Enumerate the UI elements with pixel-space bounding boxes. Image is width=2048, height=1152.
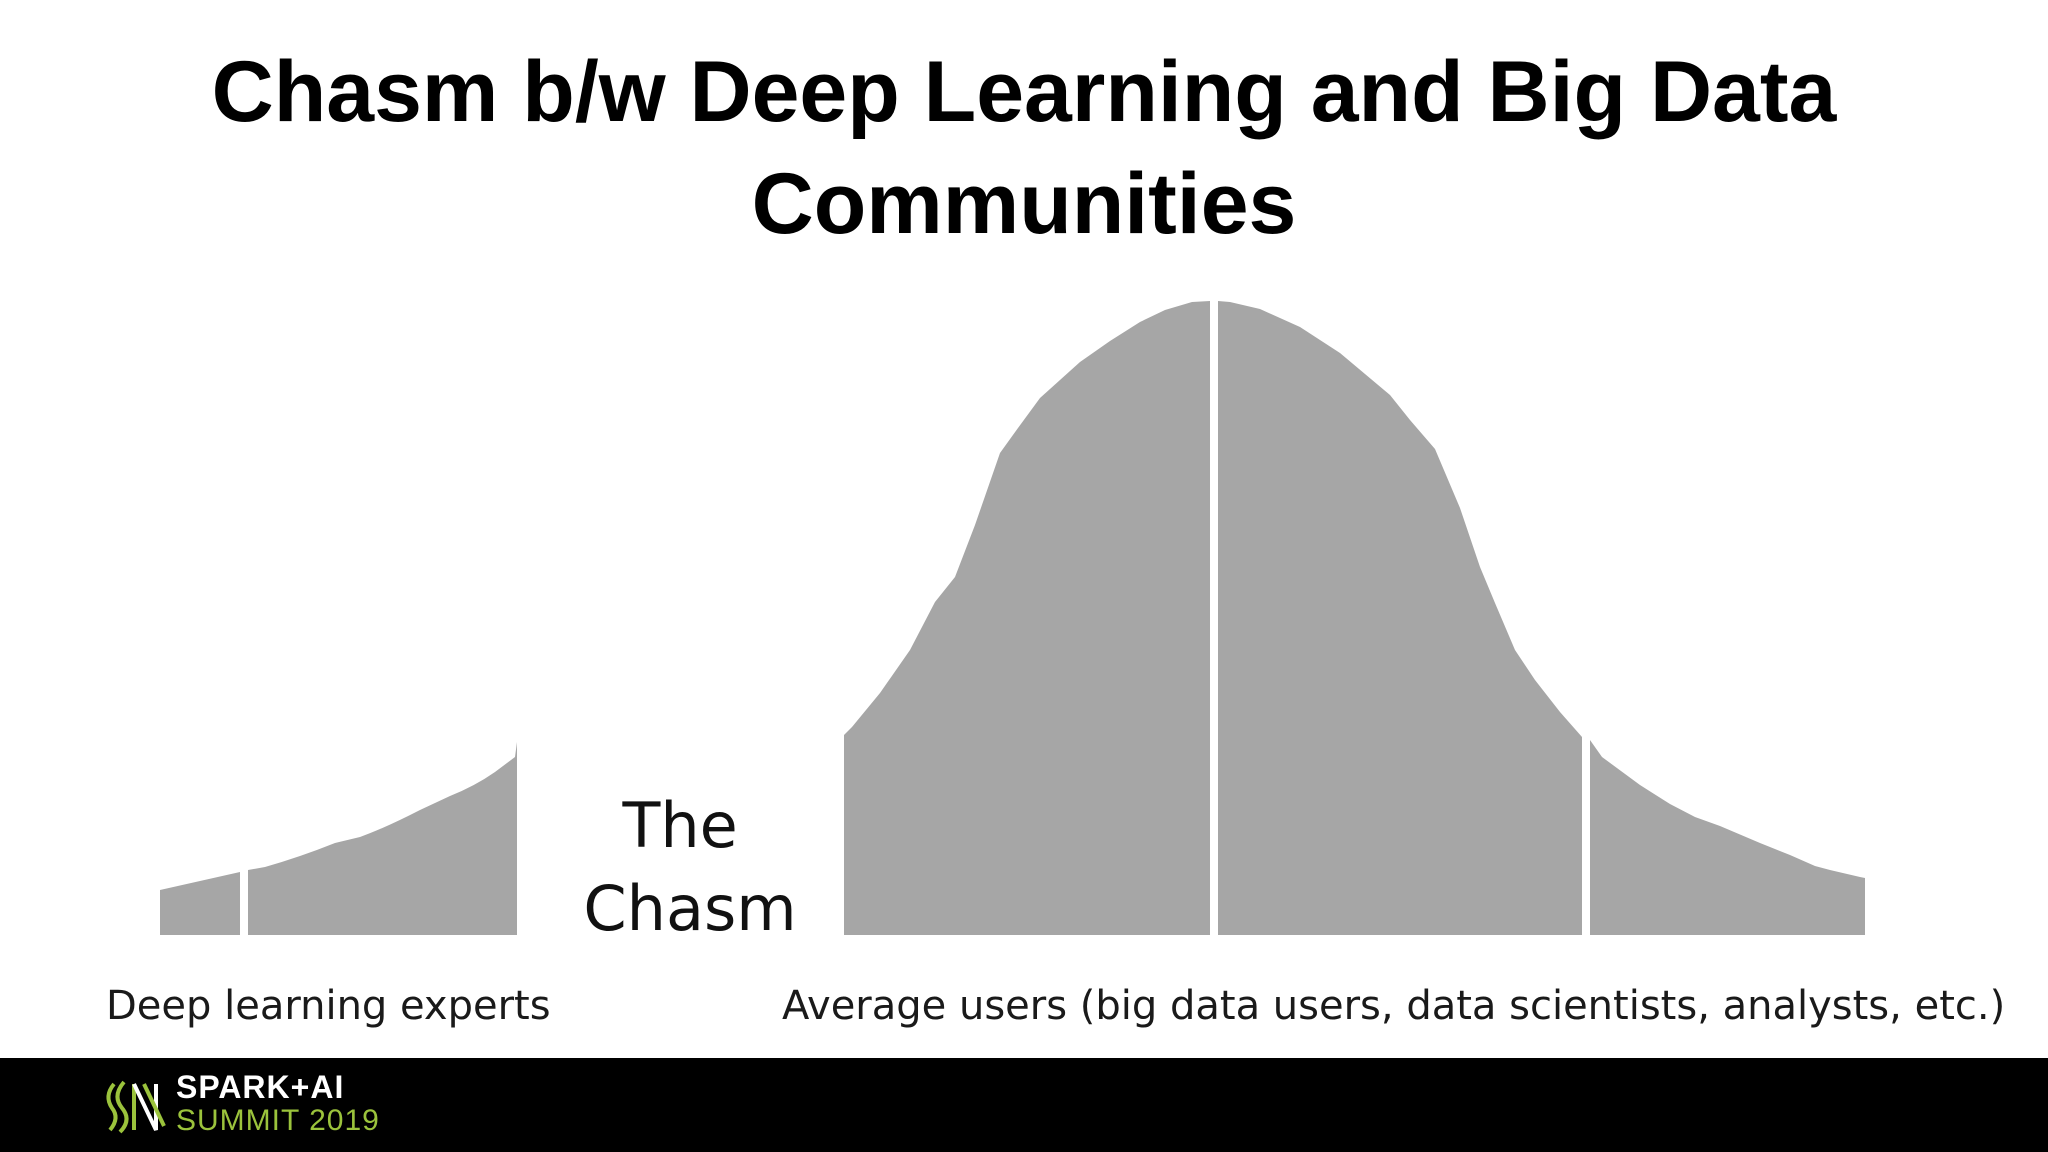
chasm-label: The Chasm	[583, 789, 796, 945]
slide-title: Chasm b/w Deep Learning and Big Data Com…	[0, 36, 2048, 260]
chasm-label-line2: Chasm	[583, 872, 796, 945]
spark-ai-summit-logo-icon	[106, 1080, 166, 1134]
curve-segment-average-3	[1590, 740, 1865, 935]
brand-line1: SPARK+AI	[176, 1069, 345, 1105]
right-group-label: Average users (big data users, data scie…	[782, 983, 2005, 1029]
left-group-label: Deep learning experts	[106, 983, 551, 1029]
slide-title-line1: Chasm b/w Deep Learning and Big Data	[211, 44, 1837, 140]
footer-bar: SPARK+AI SUMMIT 2019	[0, 1058, 2048, 1152]
chasm-label-line1: The	[621, 789, 737, 862]
curve-segment-average-1	[844, 301, 1210, 935]
brand-line2: SUMMIT 2019	[176, 1104, 380, 1137]
curve-segment-experts-1	[160, 872, 240, 935]
slide-title-line2: Communities	[751, 156, 1297, 252]
brand-wordmark: SPARK+AI SUMMIT 2019	[176, 1070, 380, 1138]
curve-segment-experts-2	[248, 742, 517, 935]
curve-segment-average-2	[1218, 301, 1582, 935]
